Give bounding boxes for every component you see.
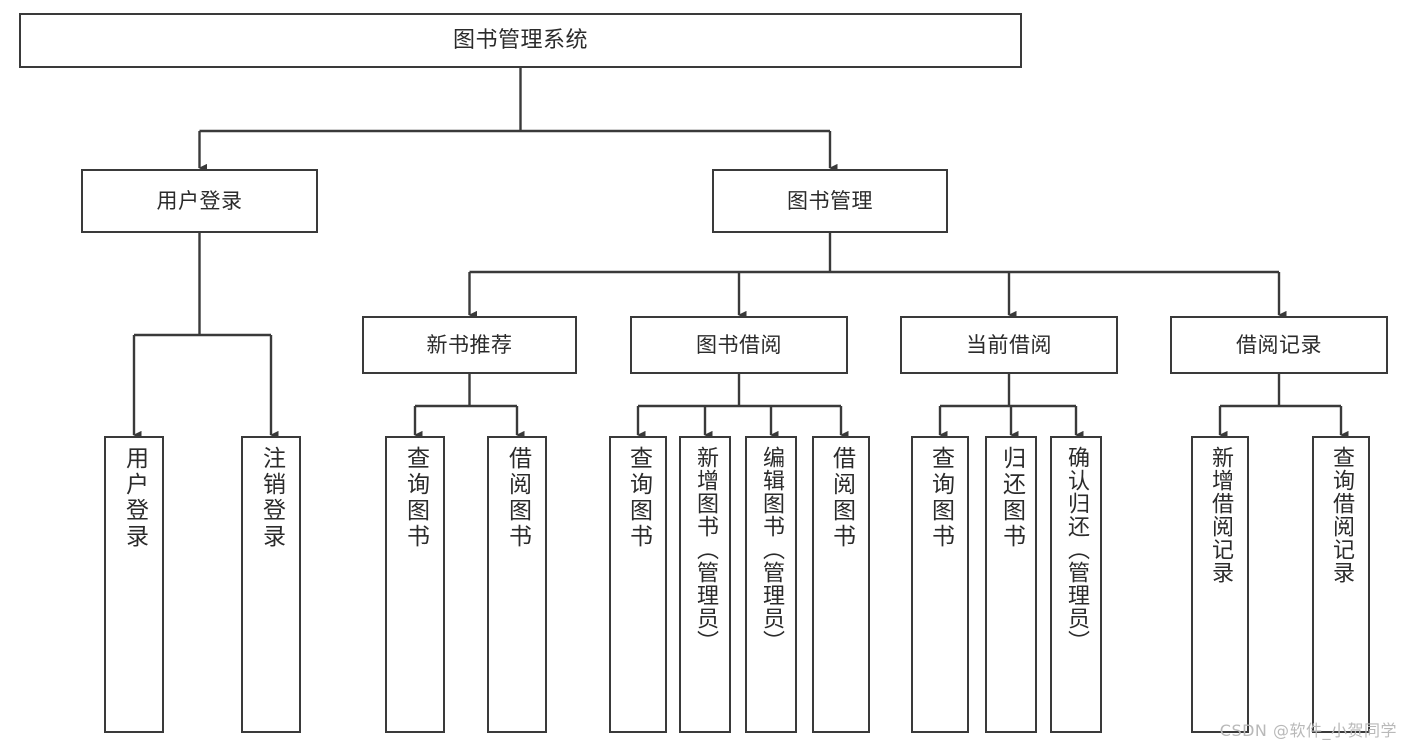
node-leaf-query-book-2[interactable]: 查询图书 xyxy=(609,436,667,733)
node-leaf-add-book-admin[interactable]: 新增图书（管理员） xyxy=(679,436,731,733)
node-label: 借阅图书 xyxy=(828,446,855,550)
node-leaf-borrow-book-2[interactable]: 借阅图书 xyxy=(812,436,870,733)
node-label: 新书推荐 xyxy=(426,332,513,357)
node-label: 查询图书 xyxy=(625,446,652,550)
node-label: 确认归还（管理员） xyxy=(1064,446,1089,653)
node-label: 借阅记录 xyxy=(1236,332,1322,357)
node-label: 查询图书 xyxy=(927,446,954,550)
node-leaf-query-book-1[interactable]: 查询图书 xyxy=(385,436,445,733)
node-label: 新增图书（管理员） xyxy=(693,446,718,653)
node-leaf-add-borrow-record[interactable]: 新增借阅记录 xyxy=(1191,436,1249,733)
node-label: 用户登录 xyxy=(121,446,148,550)
node-label: 用户登录 xyxy=(156,188,243,213)
node-borrow-record[interactable]: 借阅记录 xyxy=(1170,316,1388,374)
node-leaf-user-logout[interactable]: 注销登录 xyxy=(241,436,301,733)
node-label: 图书管理 xyxy=(787,188,873,213)
node-user-login[interactable]: 用户登录 xyxy=(81,169,318,233)
node-label: 注销登录 xyxy=(258,446,285,550)
node-leaf-confirm-return-admin[interactable]: 确认归还（管理员） xyxy=(1050,436,1102,733)
node-current-borrow[interactable]: 当前借阅 xyxy=(900,316,1118,374)
node-label: 图书借阅 xyxy=(696,332,782,357)
node-label: 归还图书 xyxy=(998,446,1025,550)
node-root[interactable]: 图书管理系统 xyxy=(19,13,1022,68)
node-leaf-user-login[interactable]: 用户登录 xyxy=(104,436,164,733)
node-new-book-recommend[interactable]: 新书推荐 xyxy=(362,316,577,374)
node-book-manage[interactable]: 图书管理 xyxy=(712,169,948,233)
node-leaf-edit-book-admin[interactable]: 编辑图书（管理员） xyxy=(745,436,797,733)
node-book-borrow[interactable]: 图书借阅 xyxy=(630,316,848,374)
node-leaf-return-book[interactable]: 归还图书 xyxy=(985,436,1037,733)
node-label: 新增借阅记录 xyxy=(1208,446,1233,584)
watermark-text: CSDN @软件_小贺同学 xyxy=(1219,721,1397,740)
node-leaf-query-book-3[interactable]: 查询图书 xyxy=(911,436,969,733)
node-label: 借阅图书 xyxy=(504,446,531,550)
node-label: 查询图书 xyxy=(402,446,429,550)
node-label: 编辑图书（管理员） xyxy=(759,446,784,653)
node-label: 当前借阅 xyxy=(966,332,1052,357)
node-label: 查询借阅记录 xyxy=(1329,446,1354,584)
node-leaf-query-borrow-record[interactable]: 查询借阅记录 xyxy=(1312,436,1370,733)
node-label: 图书管理系统 xyxy=(452,27,588,53)
node-leaf-borrow-book-1[interactable]: 借阅图书 xyxy=(487,436,547,733)
